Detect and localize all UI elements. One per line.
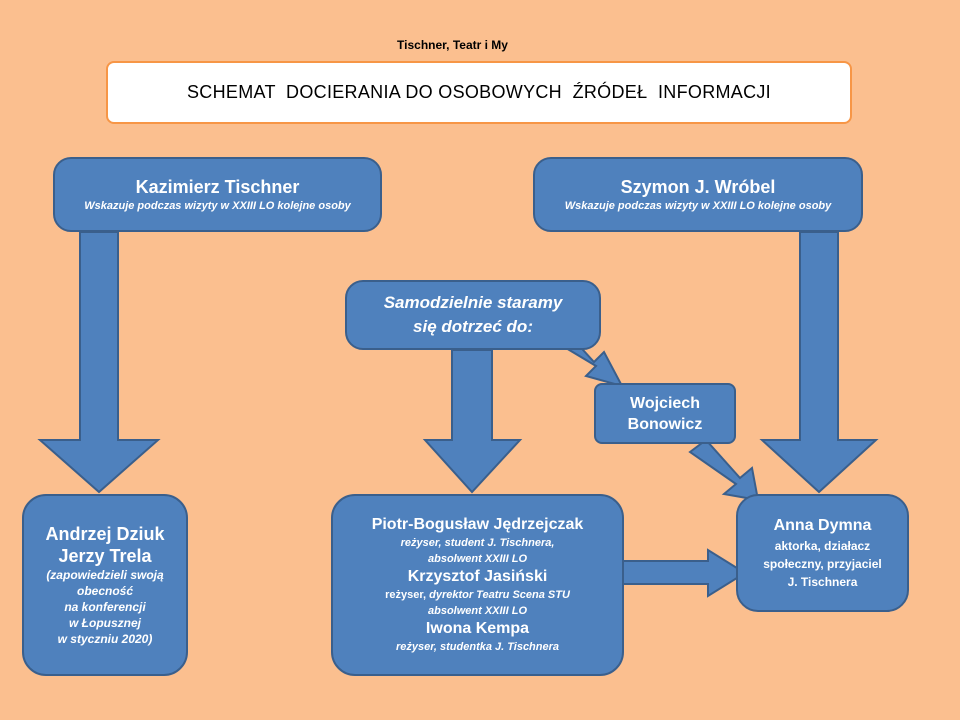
node-line: obecność <box>76 584 133 598</box>
node-line: reżyser, student J. Tischnera, <box>400 537 555 549</box>
presentation-label: Tischner, Teatr i My <box>397 38 508 52</box>
arrow-bonowicz-to-dymna <box>688 438 760 502</box>
diagram-title: SCHEMAT DOCIERANIA DO OSOBOWYCH ŹRÓDEŁ I… <box>106 61 852 124</box>
node-line: dyrektor Teatru Scena STU <box>429 589 570 601</box>
node-szymon-wrobel: Szymon J. Wróbel Wskazuje podczas wizyty… <box>533 157 863 232</box>
node-line: aktorka, działacz <box>774 539 871 553</box>
node-line: Wojciech <box>630 394 700 412</box>
node-title: Kazimierz Tischner <box>135 176 300 197</box>
node-line: w styczniu 2020) <box>57 632 153 646</box>
node-line: reżyser, studentka J. Tischnera <box>395 641 560 653</box>
node-anna-dymna: Anna Dymna aktorka, działacz społeczny, … <box>736 494 909 612</box>
node-title: Krzysztof Jasiński <box>407 568 548 585</box>
node-self-search: Samodzielnie staramy się dotrzeć do: <box>345 280 601 350</box>
node-line: absolwent XXIII LO <box>427 605 528 617</box>
arrow-group-to-dymna <box>613 548 747 598</box>
node-title: Szymon J. Wróbel <box>620 176 776 197</box>
node-line: na konferencji <box>64 600 146 614</box>
node-description: Wskazuje podczas wizyty w XXIII LO kolej… <box>564 199 832 212</box>
node-line: J. Tischnera <box>787 575 858 589</box>
node-dziuk-trela: Andrzej Dziuk Jerzy Trela (zapowiedzieli… <box>22 494 188 676</box>
node-title: Jerzy Trela <box>58 546 152 566</box>
node-line: się dotrzeć do: <box>413 317 533 336</box>
arrow-wrobel-to-dymna <box>759 231 879 494</box>
node-line: absolwent XXIII LO <box>427 553 528 565</box>
node-line: (zapowiedzieli swoją <box>46 568 164 582</box>
node-title: Anna Dymna <box>773 517 872 534</box>
node-line: Samodzielnie staramy <box>383 293 563 312</box>
arrow-self-to-bonowicz <box>564 338 624 388</box>
node-title: Andrzej Dziuk <box>45 524 165 544</box>
node-description: Wskazuje podczas wizyty w XXIII LO kolej… <box>84 199 351 212</box>
node-wojciech-bonowicz: Wojciech Bonowicz <box>594 383 736 444</box>
arrow-tischner-to-dziuk <box>37 231 161 494</box>
node-title: Iwona Kempa <box>425 620 530 637</box>
node-line: reżyser, <box>385 589 430 601</box>
node-kazimierz-tischner: Kazimierz Tischner Wskazuje podczas wizy… <box>53 157 382 232</box>
node-title: Piotr-Bogusław Jędrzejczak <box>371 516 584 533</box>
node-line: społeczny, przyjaciel <box>763 557 882 571</box>
arrow-self-to-group <box>422 349 523 494</box>
node-line: w Łopusznej <box>69 616 141 630</box>
node-line: Bonowicz <box>627 415 703 433</box>
node-group-directors: Piotr-Bogusław Jędrzejczak reżyser, stud… <box>331 494 624 676</box>
